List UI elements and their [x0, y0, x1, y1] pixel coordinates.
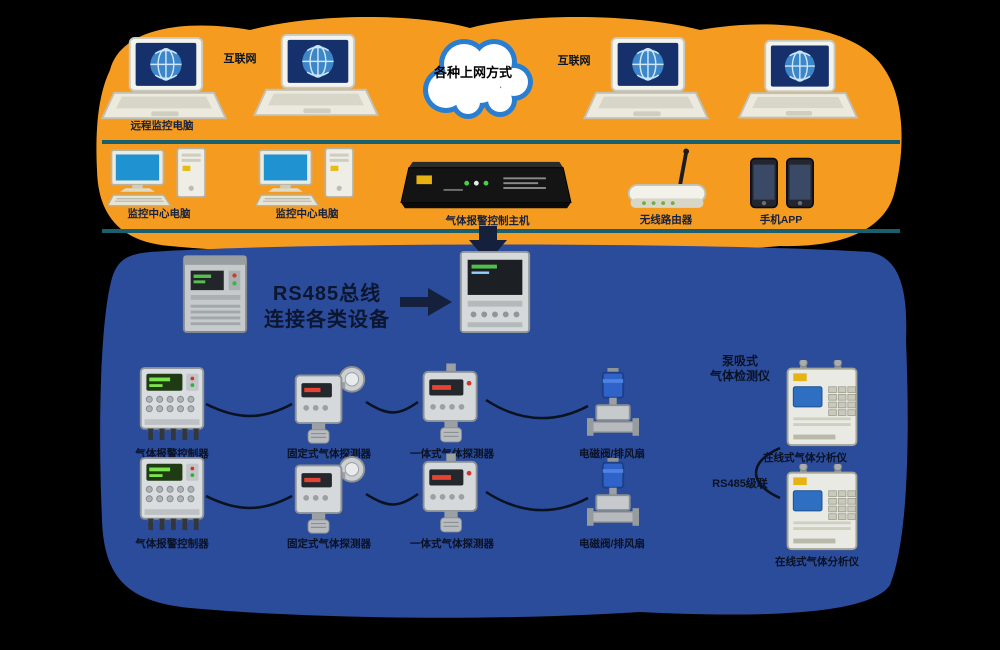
wall-controller-2: [136, 456, 208, 534]
phone-1: [750, 156, 778, 210]
right-top-text: 泵吸式 气体检测仪: [696, 354, 784, 384]
detector-2: [416, 363, 488, 447]
rack-caption: 气体报警控制主机: [445, 215, 530, 227]
desktop-right-caption: 监控中心电脑: [275, 208, 339, 220]
network-bus-line-bottom: [102, 229, 900, 233]
laptop-caption: 远程监控电脑: [130, 120, 194, 132]
row2-caption-3: 一体式气体探测器: [410, 538, 494, 550]
phone-2: [786, 156, 814, 210]
valve-2: [587, 458, 639, 536]
floor-controller-right: [456, 250, 534, 334]
detector-round-2: [290, 453, 370, 537]
analyzer-top: [784, 360, 860, 448]
analyzer-bottom-caption: 在线式气体分析仪: [775, 556, 859, 568]
row2-caption-1: 气体报警控制器: [135, 538, 209, 550]
laptop-4: [737, 39, 859, 125]
device-cables: [205, 398, 781, 512]
network-bus-line-top: [102, 140, 900, 144]
link-label-left: 互联网: [223, 53, 257, 65]
router-caption: 无线路由器: [639, 214, 693, 226]
desktop-left-caption: 监控中心电脑: [127, 208, 191, 220]
laptop-2: [252, 33, 380, 123]
desktop-left: [108, 146, 212, 208]
detector-3: [416, 453, 488, 537]
rack-controller: [398, 160, 574, 216]
bus-text: RS485总线 连接各类设备: [254, 281, 400, 333]
floor-controller-left: [178, 254, 252, 336]
right-top-text-line2: 气体检测仪: [709, 369, 770, 383]
row1-caption-4: 电磁阀/排风扇: [579, 448, 645, 460]
analyzer-bottom: [784, 464, 860, 552]
bus-text-line2: 连接各类设备: [264, 309, 390, 331]
right-arrow: [400, 288, 452, 316]
valve-1: [587, 368, 639, 446]
wireless-router: [621, 148, 713, 218]
right-top-text-line1: 泵吸式: [721, 354, 758, 368]
desktop-right: [256, 146, 360, 208]
row1-caption-1: 气体报警控制器: [135, 448, 209, 460]
row2-caption-2: 固定式气体探测器: [287, 538, 371, 550]
right-link-text: RS485级联: [712, 478, 768, 490]
row2-caption-4: 电磁阀/排风扇: [579, 538, 645, 550]
cloud-label: 各种上网方式: [433, 65, 512, 80]
cloud-shape: [423, 39, 533, 119]
down-arrow: [469, 226, 507, 262]
blue-region: [100, 244, 908, 618]
wall-controller-1: [136, 366, 208, 444]
phone-pair: [750, 156, 814, 212]
laptop-3: [582, 36, 710, 126]
link-label-right: 互联网: [557, 55, 591, 67]
bus-text-line1: RS485总线: [272, 283, 382, 305]
detector-round-1: [290, 363, 370, 447]
phones-caption: 手机APP: [759, 214, 803, 226]
analyzer-top-caption: 在线式气体分析仪: [763, 452, 847, 464]
